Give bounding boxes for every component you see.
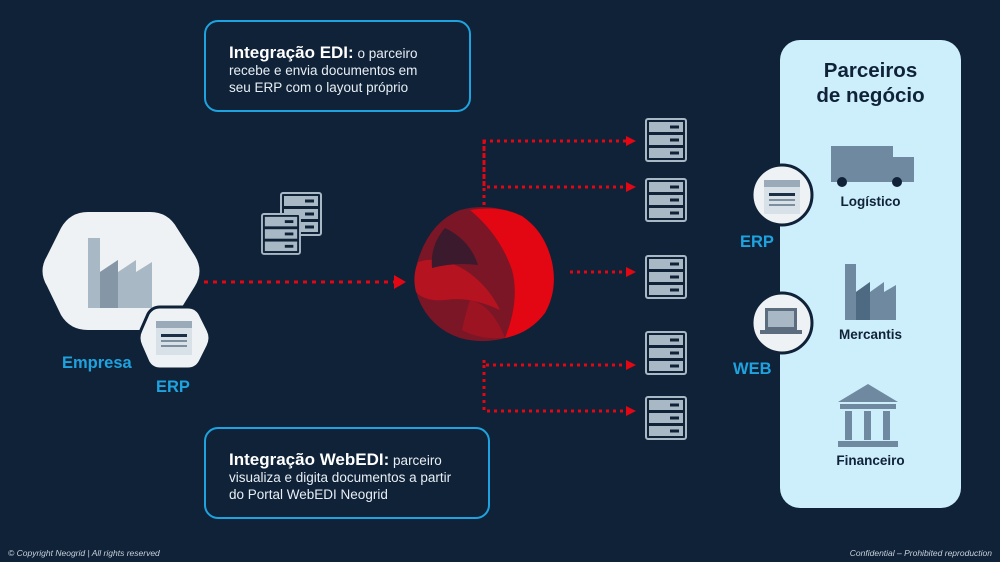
- partner-logistico-label: Logístico: [840, 194, 901, 209]
- webedi-callout-text-1: parceiro: [393, 453, 442, 468]
- webedi-callout-text-3: do Portal WebEDI Neogrid: [229, 487, 388, 502]
- server-icon: [645, 331, 687, 375]
- partner-erp-label: ERP: [740, 233, 774, 251]
- edi-callout-title: Integração EDI:: [229, 43, 354, 62]
- arrows-hub-to-partners: [482, 139, 628, 413]
- edi-callout-text-3: seu ERP com o layout próprio: [229, 80, 409, 95]
- server-icon: [645, 118, 687, 162]
- partners-panel: [780, 40, 961, 508]
- footer-copyright: © Copyright Neogrid | All rights reserve…: [8, 548, 160, 558]
- laptop-icon: [760, 308, 802, 334]
- truck-icon: [831, 146, 914, 187]
- webedi-integration-callout: Integração WebEDI: parceiro visualiza e …: [204, 427, 490, 519]
- bank-icon: [838, 384, 898, 447]
- partners-title: Parceiros de negócio: [780, 58, 961, 108]
- webedi-callout-text-2: visualiza e digita documentos a partir: [229, 470, 452, 485]
- company-label: Empresa: [62, 354, 132, 372]
- partner-web-badge: [750, 291, 814, 355]
- partners-title-line1: Parceiros: [823, 59, 918, 82]
- server-icon: [645, 178, 687, 222]
- edi-callout-text-1: o parceiro: [357, 46, 418, 61]
- neogrid-logo-icon: [414, 206, 554, 342]
- edi-callout-text-2: recebe e envia documentos em: [229, 63, 418, 78]
- partners-title-line2: de negócio: [816, 84, 925, 107]
- erp-document-icon: [156, 321, 192, 355]
- factory-icon: [845, 264, 896, 320]
- partner-financeiro-label: Financeiro: [836, 453, 905, 468]
- company-erp-label: ERP: [156, 378, 190, 396]
- webedi-callout-title: Integração WebEDI:: [229, 450, 390, 469]
- server-icon: [645, 396, 687, 440]
- edi-integration-callout: Integração EDI: o parceiro recebe e envi…: [204, 20, 471, 112]
- server-icon: [645, 255, 687, 299]
- company-node: [42, 212, 200, 330]
- documents-cluster-icon: [261, 192, 322, 255]
- partner-mercantis-label: Mercantis: [838, 327, 903, 342]
- footer-confidential: Confidential – Prohibited reproduction: [849, 548, 992, 558]
- partner-web-label: WEB: [733, 360, 772, 378]
- factory-icon: [88, 238, 152, 308]
- partner-erp-badge: [750, 163, 814, 227]
- company-erp-badge: [137, 305, 212, 371]
